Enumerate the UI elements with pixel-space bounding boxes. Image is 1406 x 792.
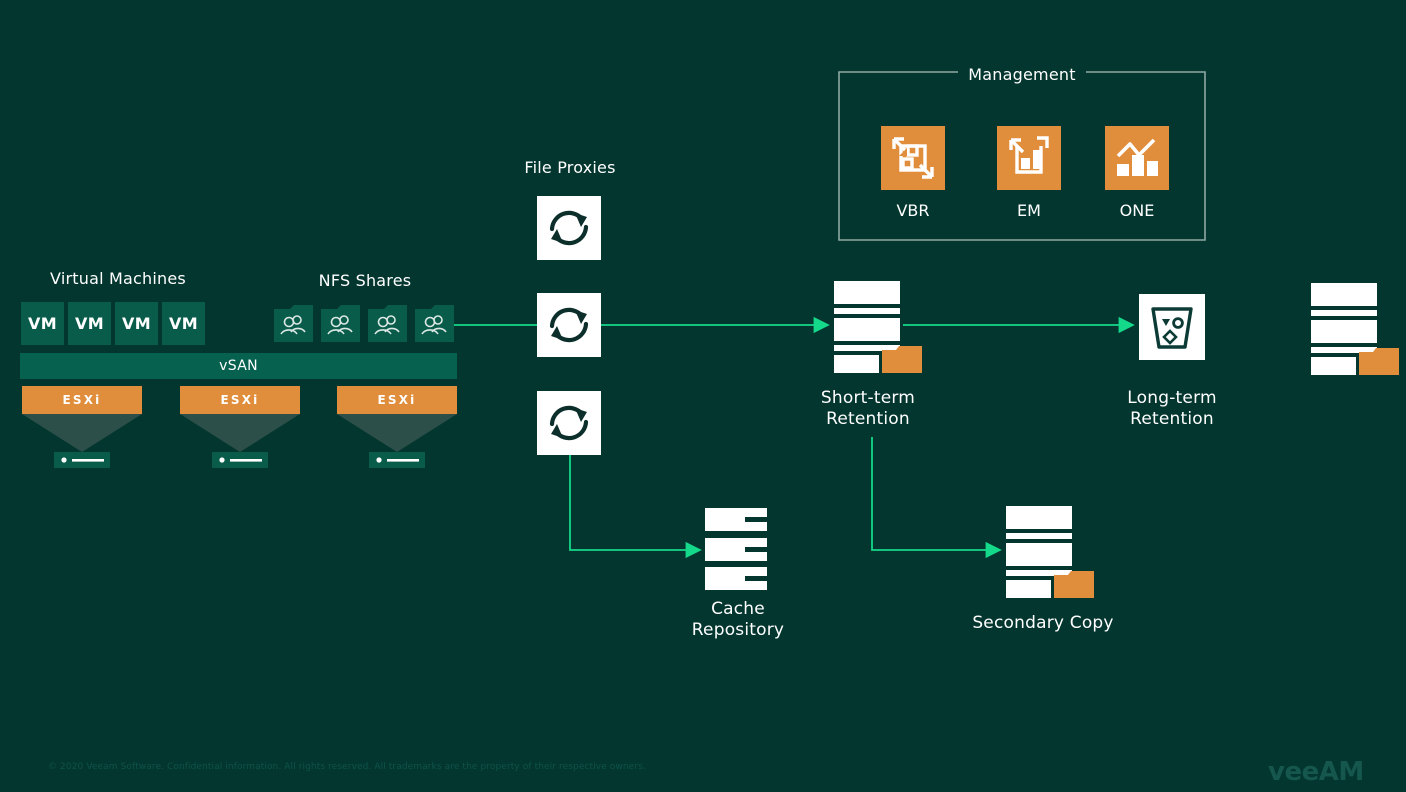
vm-tile[interactable]: VM [115,302,158,345]
users-folder-icon[interactable] [368,305,407,342]
esxi-host[interactable]: ESXi [180,386,300,414]
object-storage-bucket-icon [1151,307,1193,349]
management-label-em: EM [1017,201,1041,220]
management-label-one: ONE [1119,201,1155,220]
nfs-shares-row [274,305,454,342]
secondary-copy-icon[interactable] [1004,506,1096,598]
esxi-host[interactable]: ESXi [22,386,142,414]
cache-repository-icon[interactable] [705,508,771,590]
short-term-retention-label: Short-term Retention [820,388,916,429]
esxi-host[interactable]: ESXi [337,386,457,414]
file-proxy[interactable] [537,391,601,455]
server-node [369,452,425,468]
group-title-nfs-shares: NFS Shares [318,271,412,290]
group-title-file-proxies: File Proxies [524,158,616,177]
management-item-vbr[interactable] [881,126,945,190]
users-folder-icon[interactable] [415,305,454,342]
long-term-retention-icon[interactable] [1139,294,1205,360]
sync-arrows-icon [549,210,589,246]
server-node [212,452,268,468]
sync-arrows-icon [549,405,589,441]
veeam-logo: veeAM [1268,757,1364,787]
short-term-retention-icon[interactable] [832,281,924,373]
users-folder-icon[interactable] [321,305,360,342]
vm-tile[interactable]: VM [21,302,64,345]
management-item-one[interactable] [1105,126,1169,190]
sync-arrows-icon [549,307,589,343]
management-label-vbr: VBR [896,201,930,220]
funnel-shape [22,414,142,452]
connector-proxy-to-cache [569,455,702,559]
vm-tile[interactable]: VM [68,302,111,345]
management-item-em[interactable] [997,126,1061,190]
group-title-virtual-machines: Virtual Machines [50,269,186,288]
management-frame [838,71,1206,241]
users-folder-icon[interactable] [274,305,313,342]
server-node [54,452,110,468]
disk-stack-folder-icon [1006,506,1094,598]
long-term-retention-label: Long-term Retention [1127,388,1217,429]
offsite-repository-icon[interactable] [1311,283,1406,375]
funnel-shape [337,414,457,452]
vsan-bar: vSAN [20,353,457,379]
funnel-shape [180,414,300,452]
cache-repository-label: Cache Repository [691,599,785,640]
host-funnel-layer [22,414,457,468]
backup-replication-icon [892,137,934,179]
group-title-management: Management [968,65,1076,84]
server-rack-icon [705,508,767,590]
analytics-chart-icon [1116,138,1158,176]
disk-stack-folder-icon [834,281,922,373]
secondary-copy-label: Secondary Copy [972,613,1114,633]
file-proxy[interactable] [537,196,601,260]
vm-tile[interactable]: VM [162,302,205,345]
file-proxy[interactable] [537,293,601,357]
disk-stack-folder-icon [1311,283,1399,375]
enterprise-manager-icon [1009,136,1049,174]
footer-copyright: © 2020 Veeam Software. Confidential info… [48,762,646,772]
connector-shortterm-to-secondary [871,437,1002,559]
